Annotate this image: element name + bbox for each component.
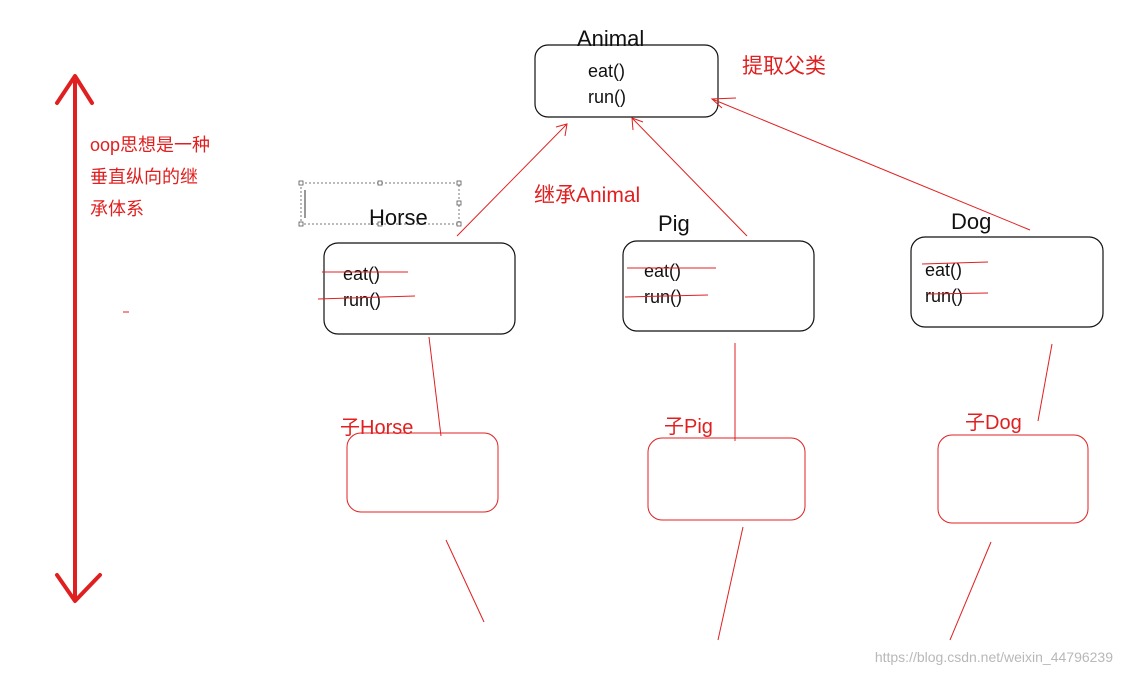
selection-handle xyxy=(298,180,304,186)
arrow-head-pig xyxy=(631,117,644,131)
class-name-pig: Pig xyxy=(658,211,690,236)
vertical-double-arrow xyxy=(55,74,102,603)
arrow-horse-to-animal xyxy=(456,123,568,237)
subclass-box-horse xyxy=(346,432,499,513)
arrow-pig-to-animal xyxy=(631,117,748,237)
selection-handle xyxy=(456,221,462,227)
connector-dog-tail xyxy=(949,541,992,641)
class-name-animal: Animal xyxy=(577,26,644,51)
subclass-pig: 子Pig xyxy=(647,416,806,521)
class-box-horse xyxy=(323,242,516,335)
method-pig-eat: eat() xyxy=(644,261,681,281)
oop-text-line-3: 承体系 xyxy=(90,199,144,219)
method-animal-run: run() xyxy=(588,87,626,107)
method-pig-run: run() xyxy=(644,287,682,307)
arrow-head-down xyxy=(55,573,102,603)
class-name-dog: Dog xyxy=(951,209,991,234)
connector-dog-down xyxy=(1037,343,1053,422)
connector-pig-tail xyxy=(717,526,744,641)
method-horse-eat: eat() xyxy=(343,264,380,284)
class-pig: Pig eat() run() xyxy=(622,211,815,332)
method-animal-eat: eat() xyxy=(588,61,625,81)
method-horse-run: run() xyxy=(343,290,381,310)
class-horse: Horse eat() run() xyxy=(317,205,516,335)
arrow-dog-to-animal xyxy=(711,98,1031,231)
watermark: https://blog.csdn.net/weixin_44796239 xyxy=(875,649,1113,665)
oop-text-line-2: 垂直纵向的继 xyxy=(90,167,198,187)
subclass-dog: 子Dog xyxy=(937,412,1089,524)
method-dog-eat: eat() xyxy=(925,260,962,280)
inherit-label: 继承Animal xyxy=(534,184,640,207)
subclass-connectors xyxy=(428,336,1053,641)
class-dog: Dog eat() run() xyxy=(910,209,1104,328)
strike-dog-run xyxy=(927,292,989,295)
subclass-box-pig xyxy=(647,437,806,521)
class-box-dog xyxy=(910,236,1104,328)
strike-horse-run xyxy=(317,295,416,300)
extract-parent-label: 提取父类 xyxy=(742,55,826,78)
method-dog-run: run() xyxy=(925,286,963,306)
inheritance-arrows xyxy=(456,97,1031,237)
subclass-label-horse: 子Horse xyxy=(340,417,413,439)
selection-handle xyxy=(456,180,462,186)
selection-box xyxy=(298,180,462,227)
subclass-horse: 子Horse xyxy=(340,417,499,513)
class-box-pig xyxy=(622,240,815,332)
connector-horse-down xyxy=(428,336,442,437)
subclass-label-dog: 子Dog xyxy=(965,412,1022,434)
arrow-head-horse xyxy=(555,123,568,137)
class-box-animal xyxy=(534,44,719,118)
selection-handle xyxy=(377,180,383,186)
selection-handle xyxy=(456,200,462,206)
connector-horse-tail xyxy=(445,539,485,623)
strike-pig-run xyxy=(624,294,709,298)
selection-handle xyxy=(377,221,383,227)
arrow-head-up xyxy=(55,74,94,105)
subclass-box-dog xyxy=(937,434,1089,524)
class-name-horse: Horse xyxy=(369,205,428,230)
class-animal: Animal eat() run() xyxy=(534,26,719,118)
strike-dog-eat xyxy=(921,261,989,265)
arrow-head-dog xyxy=(710,97,737,109)
selection-handle xyxy=(298,221,304,227)
oop-text-line-1: oop思想是一种 xyxy=(90,135,210,155)
subclass-label-pig: 子Pig xyxy=(664,416,713,438)
